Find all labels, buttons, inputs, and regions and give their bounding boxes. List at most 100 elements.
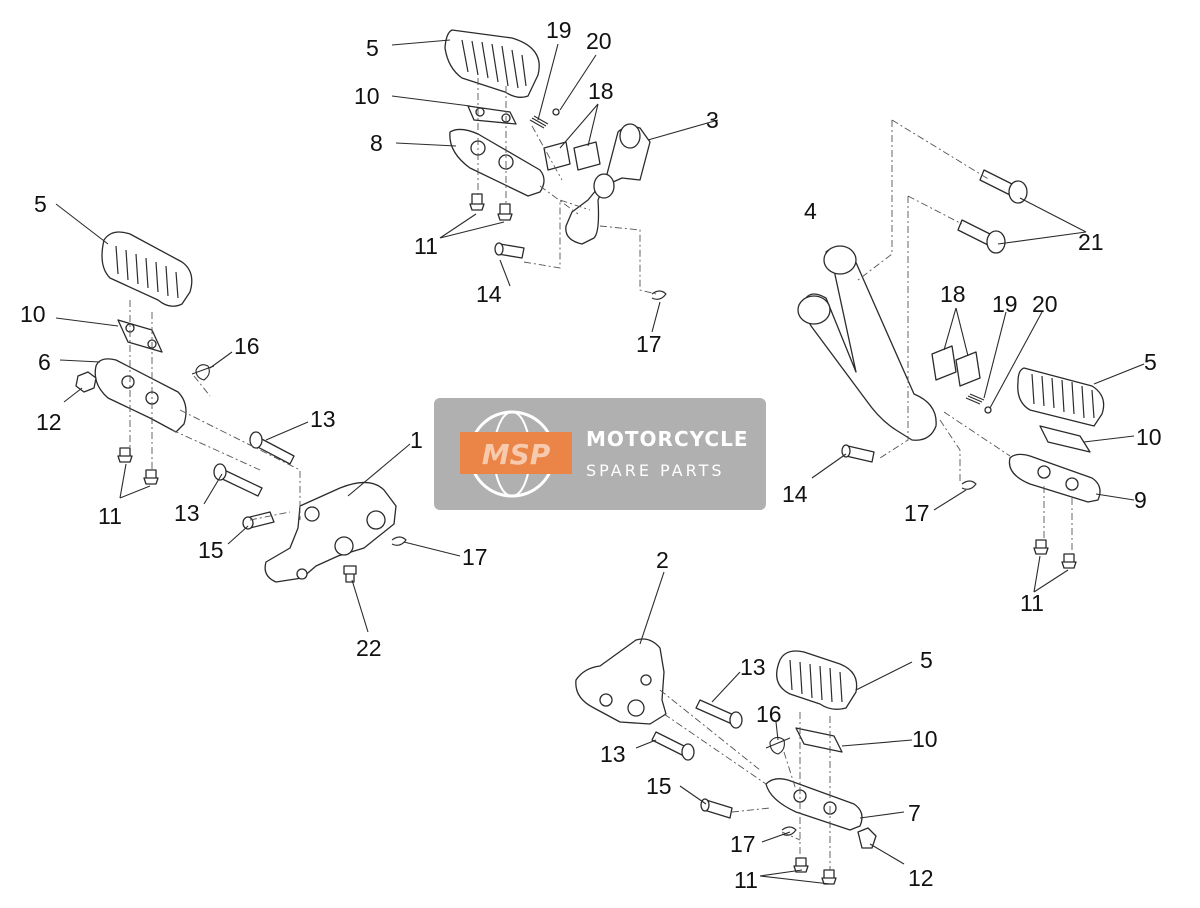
footpeg-body bbox=[94, 358, 187, 433]
callout-20: 20 bbox=[586, 28, 612, 54]
callout-15: 15 bbox=[198, 537, 224, 563]
peg-hole bbox=[1065, 477, 1079, 491]
callout-13: 13 bbox=[600, 741, 626, 767]
bracket-hole bbox=[304, 506, 320, 522]
callout-13: 13 bbox=[174, 500, 200, 526]
callout-16: 16 bbox=[756, 701, 782, 727]
watermark-line2: SPARE PARTS bbox=[586, 461, 725, 480]
nut bbox=[857, 827, 877, 849]
centerline bbox=[477, 78, 657, 295]
callout-1: 1 bbox=[410, 427, 423, 453]
bolt-head bbox=[729, 711, 743, 729]
rubber-bumper bbox=[573, 141, 601, 171]
detent-ball bbox=[552, 108, 560, 116]
bolt-head bbox=[1008, 180, 1028, 204]
small-screw bbox=[343, 565, 357, 583]
rubber-footpeg-pad bbox=[444, 29, 540, 98]
mounting-plate bbox=[117, 319, 163, 353]
callout-15: 15 bbox=[646, 773, 672, 799]
callout-10: 10 bbox=[20, 301, 46, 327]
detent-ball bbox=[984, 406, 992, 414]
callout-labels: 5 10 8 11 19 20 18 3 14 17 5 10 6 12 16 … bbox=[20, 17, 1162, 893]
bracket-tube bbox=[823, 245, 857, 275]
callout-11: 11 bbox=[1020, 590, 1044, 616]
callout-2: 2 bbox=[656, 547, 669, 573]
callout-3: 3 bbox=[706, 107, 719, 133]
callout-14: 14 bbox=[782, 481, 808, 507]
screw bbox=[143, 469, 159, 485]
bolt-head bbox=[249, 431, 263, 449]
circlip bbox=[781, 826, 797, 836]
bracket-hole bbox=[640, 674, 652, 686]
centerline bbox=[129, 300, 301, 521]
assembly-right bbox=[797, 119, 1105, 569]
callout-12: 12 bbox=[36, 409, 62, 435]
screw bbox=[469, 193, 485, 211]
circlip bbox=[961, 480, 977, 490]
callout-7: 7 bbox=[908, 800, 921, 826]
rubber-footpeg-pad bbox=[776, 650, 858, 710]
rubber-bumper bbox=[931, 345, 957, 381]
rubber-bumper bbox=[955, 351, 981, 387]
callout-10: 10 bbox=[1136, 424, 1162, 450]
callout-10: 10 bbox=[912, 726, 938, 752]
bracket-hole bbox=[334, 536, 354, 556]
callout-11: 11 bbox=[414, 233, 438, 259]
circlip bbox=[651, 290, 667, 300]
footrest-bracket bbox=[803, 247, 937, 441]
mounting-plate bbox=[795, 727, 843, 753]
callout-19: 19 bbox=[546, 17, 572, 43]
bolt-head bbox=[986, 230, 1006, 254]
pin-head bbox=[242, 516, 254, 530]
callout-19: 19 bbox=[992, 291, 1018, 317]
callout-17: 17 bbox=[636, 331, 662, 357]
callout-11: 11 bbox=[734, 867, 758, 893]
footpeg-body bbox=[449, 128, 545, 197]
bolt-head bbox=[681, 743, 695, 761]
callout-13: 13 bbox=[310, 406, 336, 432]
callout-21: 21 bbox=[1078, 229, 1104, 255]
callout-20: 20 bbox=[1032, 291, 1058, 317]
assembly-top-center bbox=[444, 29, 667, 300]
callout-9: 9 bbox=[1134, 487, 1147, 513]
callout-18: 18 bbox=[588, 78, 614, 104]
watermark-line1: MOTORCYCLE bbox=[586, 427, 748, 451]
footpeg-body bbox=[1008, 453, 1101, 503]
screw bbox=[821, 869, 837, 885]
rubber-bumper bbox=[543, 141, 571, 171]
callout-14: 14 bbox=[476, 281, 502, 307]
circlip bbox=[391, 536, 407, 546]
bracket-hole bbox=[296, 568, 308, 580]
bracket-tube bbox=[619, 123, 641, 149]
footpeg-body bbox=[765, 778, 863, 831]
watermark-background bbox=[434, 398, 766, 510]
spring-clip bbox=[765, 736, 791, 755]
centerline bbox=[857, 119, 1073, 554]
centerline bbox=[659, 689, 831, 870]
callout-8: 8 bbox=[370, 130, 383, 156]
spring bbox=[529, 115, 549, 129]
pin-head bbox=[841, 444, 851, 458]
main-footrest-bracket bbox=[264, 481, 397, 583]
pin-head bbox=[494, 242, 504, 256]
screw bbox=[497, 203, 513, 221]
callout-17: 17 bbox=[904, 500, 930, 526]
main-footrest-bracket bbox=[575, 638, 667, 725]
screw bbox=[1061, 553, 1077, 569]
peg-hole bbox=[121, 375, 135, 389]
leader-lines bbox=[55, 39, 1145, 885]
bolt-head bbox=[213, 463, 227, 481]
bracket-hole bbox=[627, 699, 645, 717]
watermark: MSP MOTORCYCLE SPARE PARTS bbox=[434, 398, 766, 510]
callout-5: 5 bbox=[34, 191, 47, 217]
callout-5: 5 bbox=[1144, 349, 1157, 375]
logo-text: MSP bbox=[482, 438, 551, 471]
nut bbox=[75, 371, 97, 393]
screw bbox=[117, 447, 133, 463]
logo-badge bbox=[460, 432, 572, 474]
callout-17: 17 bbox=[730, 831, 756, 857]
bracket-tube bbox=[593, 173, 615, 199]
callout-6: 6 bbox=[38, 349, 51, 375]
